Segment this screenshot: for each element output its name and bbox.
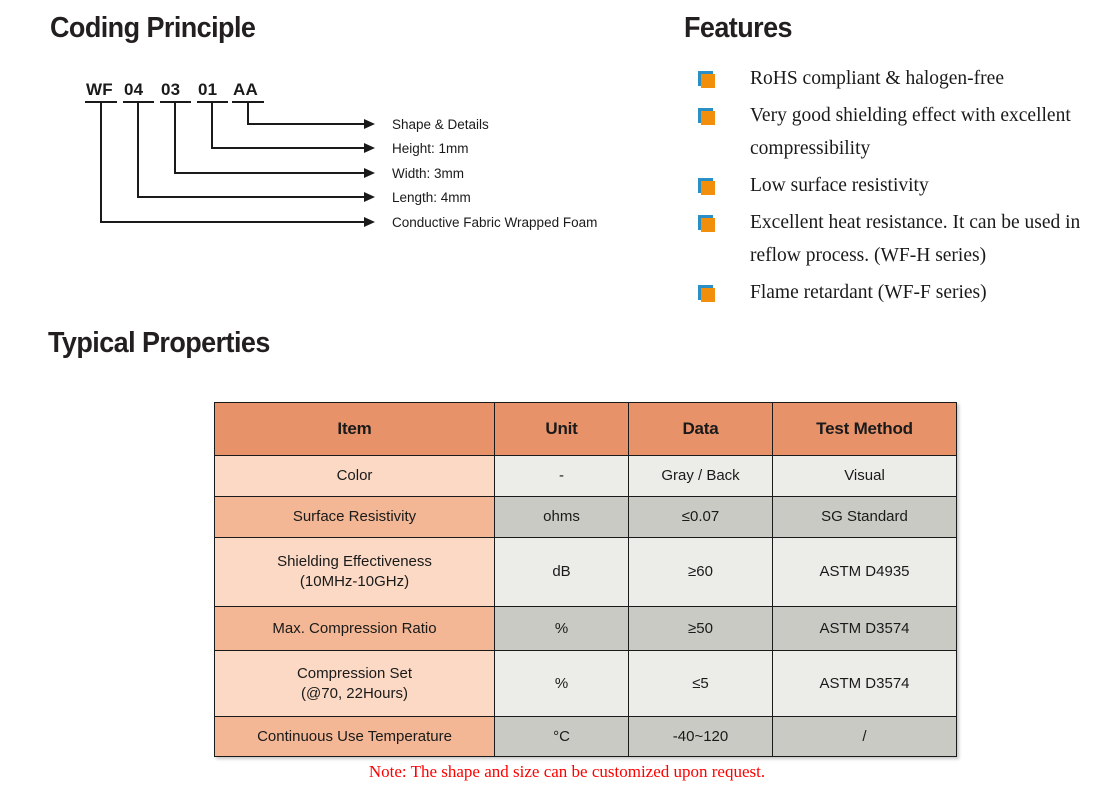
cell-method: ASTM D3574 [772, 606, 957, 651]
cell-item: Continuous Use Temperature [214, 716, 495, 757]
cell-item: Max. Compression Ratio [214, 606, 495, 651]
cell-data: ≥60 [628, 537, 773, 607]
diagram-label-length: Length: 4mm [392, 190, 471, 205]
leader-hline-width [174, 172, 366, 174]
column-header-unit: Unit [494, 402, 629, 456]
feature-text: Flame retardant (WF-F series) [750, 282, 987, 303]
table-row: Max. Compression Ratio % ≥50 ASTM D3574 [214, 606, 957, 651]
table-row: Shielding Effectiveness (10MHz-10GHz) dB… [214, 537, 957, 607]
diagram-label-height: Height: 1mm [392, 141, 469, 156]
cell-data: ≤0.07 [628, 496, 773, 538]
feature-text: RoHS compliant & halogen-free [750, 68, 1004, 89]
square-bullet-icon [698, 285, 715, 302]
table-row: Color - Gray / Back Visual [214, 455, 957, 497]
cell-data: -40~120 [628, 716, 773, 757]
leader-hline-height [211, 147, 366, 149]
square-bullet-icon [698, 108, 715, 125]
square-bullet-icon [698, 215, 715, 232]
leader-arrow-length [364, 192, 375, 202]
diagram-label-material: Conductive Fabric Wrapped Foam [392, 215, 598, 230]
leader-arrow-shape [364, 119, 375, 129]
feature-item: Excellent heat resistance. It can be use… [684, 206, 1104, 272]
code-segment-height: 01 [198, 80, 218, 99]
cell-item: Compression Set (@70, 22Hours) [214, 650, 495, 717]
cell-data: ≥50 [628, 606, 773, 651]
coding-principle-diagram: WF 04 03 01 AA Shape & Details Height: 1… [0, 0, 680, 250]
leader-hline-material [100, 221, 366, 223]
square-bullet-icon [698, 71, 715, 88]
table-note: Note: The shape and size can be customiz… [368, 762, 766, 781]
cell-unit: - [494, 455, 629, 497]
cell-method: ASTM D4935 [772, 537, 957, 607]
cell-unit: °C [494, 716, 629, 757]
leader-arrow-material [364, 217, 375, 227]
cell-unit: dB [494, 537, 629, 607]
cell-item: Surface Resistivity [214, 496, 495, 538]
leader-vline-shape [247, 101, 249, 125]
feature-item: Very good shielding effect with excellen… [684, 99, 1104, 165]
leader-arrow-height [364, 143, 375, 153]
leader-vline-height [211, 101, 213, 149]
code-segment-prefix: WF [86, 80, 113, 99]
cell-data: Gray / Back [628, 455, 773, 497]
cell-method: ASTM D3574 [772, 650, 957, 717]
code-segment-shape: AA [233, 80, 258, 99]
feature-item: Flame retardant (WF-F series) [684, 276, 1104, 309]
page-title-features: Features [684, 12, 793, 44]
leader-vline-material [100, 101, 102, 223]
cell-unit: % [494, 650, 629, 717]
cell-method: / [772, 716, 957, 757]
feature-text: Low surface resistivity [750, 175, 929, 196]
features-list: RoHS compliant & halogen-free Very good … [684, 62, 1104, 313]
table-row: Compression Set (@70, 22Hours) % ≤5 ASTM… [214, 650, 957, 717]
table-header-row: Item Unit Data Test Method [214, 402, 957, 456]
table-row: Continuous Use Temperature °C -40~120 / [214, 716, 957, 757]
cell-item: Shielding Effectiveness (10MHz-10GHz) [214, 537, 495, 607]
diagram-label-shape: Shape & Details [392, 117, 489, 132]
typical-properties-table: Item Unit Data Test Method Color - Gray … [214, 402, 957, 757]
code-segment-width: 03 [161, 80, 181, 99]
column-header-method: Test Method [772, 402, 957, 456]
code-segment-length: 04 [124, 80, 144, 99]
diagram-label-width: Width: 3mm [392, 166, 465, 181]
cell-unit: % [494, 606, 629, 651]
leader-hline-length [137, 196, 366, 198]
cell-data: ≤5 [628, 650, 773, 717]
square-bullet-icon [698, 178, 715, 195]
cell-method: Visual [772, 455, 957, 497]
leader-hline-shape [247, 123, 366, 125]
page-title-typical-properties: Typical Properties [48, 327, 270, 359]
cell-method: SG Standard [772, 496, 957, 538]
table-row: Surface Resistivity ohms ≤0.07 SG Standa… [214, 496, 957, 538]
leader-vline-length [137, 101, 139, 198]
feature-item: RoHS compliant & halogen-free [684, 62, 1104, 95]
feature-item: Low surface resistivity [684, 169, 1104, 202]
page-title-coding-principle: Coding Principle [50, 12, 256, 44]
column-header-data: Data [628, 402, 773, 456]
leader-arrow-width [364, 168, 375, 178]
leader-vline-width [174, 101, 176, 174]
cell-unit: ohms [494, 496, 629, 538]
cell-item: Color [214, 455, 495, 497]
feature-text: Very good shielding effect with excellen… [750, 105, 1071, 159]
feature-text: Excellent heat resistance. It can be use… [750, 212, 1081, 266]
column-header-item: Item [214, 402, 495, 456]
